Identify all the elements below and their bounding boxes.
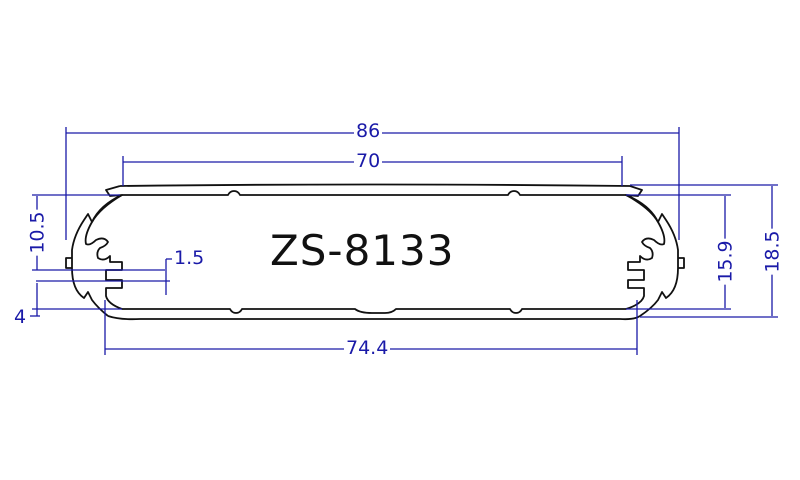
- dimension-overall-width: 86: [354, 120, 383, 142]
- dimension-inner-width: 70: [354, 150, 383, 172]
- dimension-bottom-offset: 4: [14, 306, 27, 328]
- dimension-inner-height: 15.9: [714, 238, 737, 285]
- dimension-slot-gap: 1.5: [174, 247, 205, 269]
- dimension-slot-offset: 10.5: [26, 209, 49, 256]
- dimension-base-width: 74.4: [344, 337, 391, 359]
- part-number-label: ZS-8133: [270, 226, 455, 275]
- dimension-overall-height: 18.5: [761, 228, 784, 275]
